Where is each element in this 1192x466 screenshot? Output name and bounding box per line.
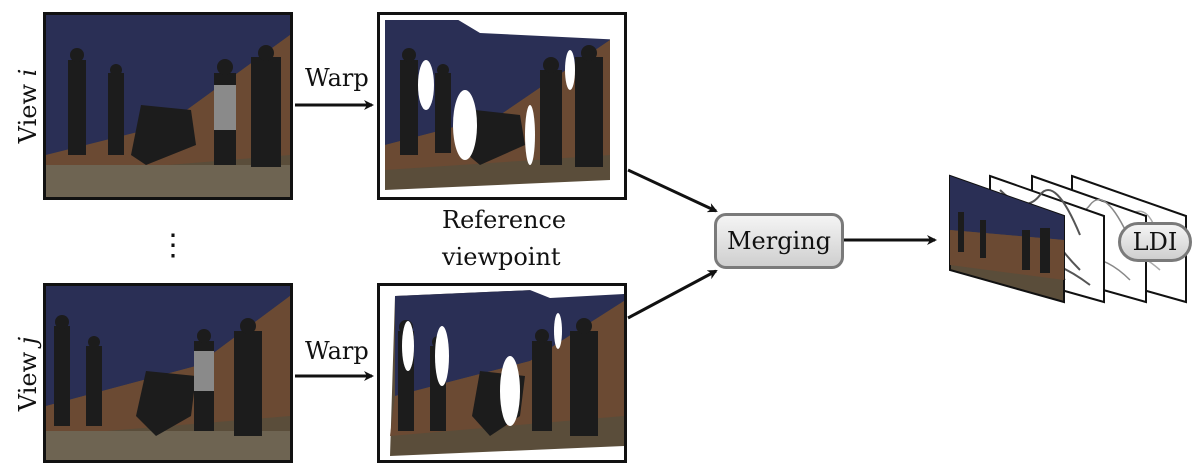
- ldi-node: LDI: [1118, 222, 1192, 262]
- view-i-photo: [43, 12, 293, 200]
- ldi-layer-1: [949, 174, 1065, 304]
- reference-viewpoint-line2: viewpoint: [442, 243, 561, 271]
- warp-label-bottom: Warp: [305, 337, 369, 365]
- warped-view-j-photo: [377, 283, 627, 463]
- reference-viewpoint-line1: Reference: [442, 206, 567, 234]
- merging-label: Merging: [726, 227, 832, 255]
- merging-node: Merging: [714, 213, 844, 269]
- ellipsis: ⋮: [158, 228, 188, 263]
- ldi-label: LDI: [1132, 228, 1178, 256]
- merge-arrow-top: [627, 168, 718, 213]
- view-j-photo: [43, 283, 293, 463]
- merge-arrow-bottom: [627, 269, 718, 320]
- ldi-layer-stack: [949, 174, 1187, 304]
- warped-view-i-photo: [377, 12, 627, 200]
- warp-label-top: Warp: [305, 64, 369, 92]
